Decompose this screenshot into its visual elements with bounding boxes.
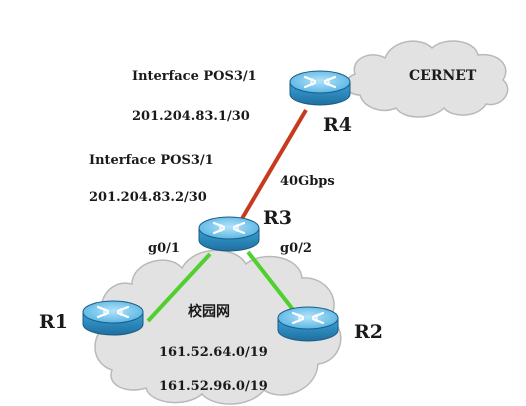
subnet-1-label: 161.52.64.0/19 [159, 345, 268, 360]
r3-label: R3 [263, 207, 292, 229]
lan-link-r3-r2 [246, 250, 300, 318]
router-r2-icon[interactable] [276, 305, 340, 343]
campus-cloud-icon [94, 249, 342, 405]
subnet-2-label: 161.52.96.0/19 [159, 379, 268, 394]
router-r4-icon[interactable] [288, 69, 352, 107]
r4-interface-label: Interface POS3/1 [132, 69, 257, 84]
wan-link-r3-r4 [238, 108, 308, 224]
router-r3-icon[interactable] [197, 215, 261, 253]
r3-ip-label: 201.204.83.2/30 [89, 190, 207, 205]
cernet-cloud-icon [345, 40, 509, 118]
r2-label: R2 [354, 321, 383, 343]
cernet-label: CERNET [409, 68, 477, 84]
router-r1-icon[interactable] [81, 299, 145, 337]
campus-network-label: 校园网 [188, 303, 230, 320]
g01-port-label: g0/1 [148, 241, 180, 256]
g02-port-label: g0/2 [280, 241, 312, 256]
r4-label: R4 [323, 114, 352, 136]
r1-label: R1 [39, 311, 68, 333]
r4-ip-label: 201.204.83.1/30 [132, 109, 250, 124]
link-speed-label: 40Gbps [280, 174, 335, 189]
r3-interface-label: Interface POS3/1 [89, 153, 214, 168]
lan-link-r3-r1 [146, 252, 212, 323]
